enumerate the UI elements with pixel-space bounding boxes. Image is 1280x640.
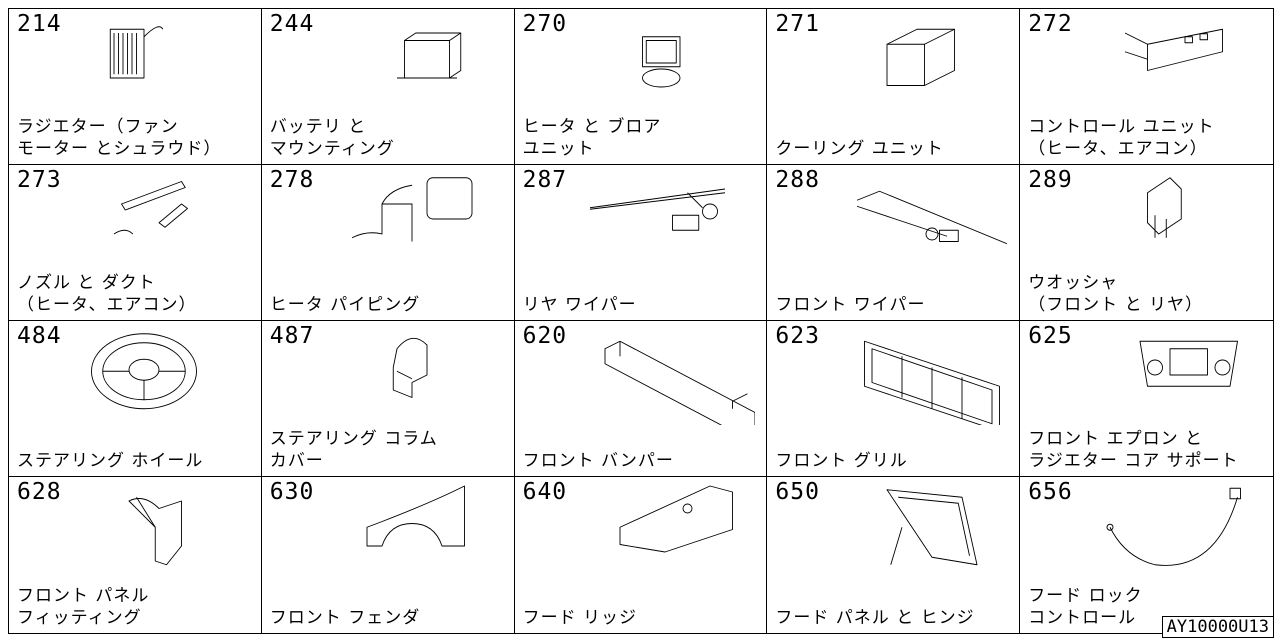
column-cover-icon	[322, 325, 502, 425]
parts-cell-270[interactable]: 270 ヒータ と ブロア ユニット	[514, 9, 768, 165]
part-code: 272	[1028, 11, 1073, 37]
part-code: 278	[269, 167, 315, 193]
part-label: クーリング ユニット	[775, 139, 944, 159]
control-unit-icon	[1080, 13, 1260, 113]
cooling-unit-icon	[827, 13, 1007, 113]
fender-icon	[322, 481, 502, 581]
part-code: 640	[522, 479, 568, 505]
part-code: 273	[17, 167, 62, 193]
grille-icon	[827, 325, 1007, 432]
part-code: 650	[775, 479, 820, 505]
parts-cell-273[interactable]: 273 ノズル と ダクト （ヒータ、エアコン）	[9, 165, 262, 321]
battery-icon	[322, 13, 502, 113]
part-label: フロント ワイパー	[775, 295, 926, 315]
part-label: フード リッジ	[522, 608, 637, 628]
heater-blower-icon	[575, 13, 755, 113]
part-label: ヒータ パイピング	[269, 295, 421, 315]
part-code: 630	[269, 479, 315, 505]
washer-icon	[1080, 169, 1260, 269]
part-label: フロント フェンダ	[269, 608, 421, 628]
part-code: 271	[775, 11, 820, 37]
parts-cell-288[interactable]: 288 フロント ワイパー	[767, 165, 1021, 321]
part-code: 484	[17, 323, 62, 349]
part-code: 487	[269, 323, 315, 349]
parts-cell-656[interactable]: 656 フード ロック コントロール	[1020, 477, 1273, 633]
reference-code: AY10000U13	[1161, 616, 1274, 638]
parts-cell-271[interactable]: 271 クーリング ユニット	[767, 9, 1021, 165]
parts-cell-487[interactable]: 487 ステアリング コラム カバー	[261, 321, 515, 477]
part-code: 620	[522, 323, 568, 349]
part-code: 287	[522, 167, 568, 193]
parts-cell-484[interactable]: 484 ステアリング ホイール	[9, 321, 262, 477]
parts-index-grid: 214 ラジエター（ファン モーター とシュラウド） 244 バッテリ と マウンティ…	[8, 8, 1274, 634]
part-code: 628	[17, 479, 62, 505]
part-code: 289	[1028, 167, 1073, 193]
part-code: 244	[269, 11, 315, 37]
part-code: 288	[775, 167, 820, 193]
bumper-icon	[575, 325, 756, 436]
part-label: ラジエター（ファン モーター とシュラウド）	[17, 117, 222, 159]
parts-cell-289[interactable]: 289 ウオッシャ （フロント と リヤ）	[1020, 165, 1273, 321]
parts-cell-620[interactable]: 620 フロント バンパー	[514, 321, 768, 477]
parts-cell-650[interactable]: 650 フード パネル と ヒンジ	[767, 477, 1021, 633]
part-code: 625	[1028, 323, 1073, 349]
steering-wheel-icon	[69, 325, 249, 425]
apron-icon	[1080, 325, 1260, 425]
part-label: フロント エプロン と ラジエター コア サポート	[1028, 429, 1239, 471]
part-code: 656	[1028, 479, 1073, 505]
panel-fitting-icon	[69, 481, 249, 581]
hood-lock-cable-icon	[1080, 481, 1260, 581]
parts-cell-287[interactable]: 287 リヤ ワイパー	[514, 165, 768, 321]
parts-cell-628[interactable]: 628 フロント パネル フィッティング	[9, 477, 262, 633]
part-code: 214	[17, 11, 62, 37]
part-label: バッテリ と マウンティング	[269, 117, 395, 159]
radiator-icon	[69, 13, 249, 113]
parts-cell-625[interactable]: 625 フロント エプロン と ラジエター コア サポート	[1020, 321, 1273, 477]
part-label: コントロール ユニット （ヒータ、エアコン）	[1028, 117, 1215, 159]
part-code: 623	[775, 323, 820, 349]
hood-panel-hinge-icon	[827, 481, 1007, 581]
parts-cell-640[interactable]: 640 フード リッジ	[515, 477, 768, 633]
front-wiper-icon	[827, 169, 1008, 269]
parts-cell-244[interactable]: 244 バッテリ と マウンティング	[261, 9, 515, 165]
part-label: フロント グリル	[775, 451, 908, 471]
part-label: フード パネル と ヒンジ	[775, 608, 975, 628]
nozzle-duct-icon	[69, 169, 249, 269]
part-label: ステアリング ホイール	[17, 451, 204, 471]
part-label: フロント バンパー	[522, 451, 674, 471]
part-code: 270	[522, 11, 568, 37]
part-label: ノズル と ダクト （ヒータ、エアコン）	[17, 273, 197, 315]
part-label: ウオッシャ （フロント と リヤ）	[1028, 273, 1203, 315]
part-label: リヤ ワイパー	[522, 295, 637, 315]
part-label: フード ロック コントロール	[1028, 586, 1143, 628]
part-label: ヒータ と ブロア ユニット	[522, 117, 662, 159]
parts-cell-278[interactable]: 278 ヒータ パイピング	[261, 165, 515, 321]
parts-cell-272[interactable]: 272 コントロール ユニット （ヒータ、エアコン）	[1020, 9, 1273, 165]
hood-ridge-icon	[575, 481, 755, 581]
part-label: フロント パネル フィッティング	[17, 586, 150, 628]
part-label: ステアリング コラム カバー	[269, 429, 438, 471]
parts-cell-214[interactable]: 214 ラジエター（ファン モーター とシュラウド）	[9, 9, 262, 165]
parts-cell-630[interactable]: 630 フロント フェンダ	[262, 477, 515, 633]
heater-piping-icon	[322, 169, 502, 269]
rear-wiper-icon	[575, 169, 755, 269]
parts-cell-623[interactable]: 623 フロント グリル	[767, 321, 1021, 477]
